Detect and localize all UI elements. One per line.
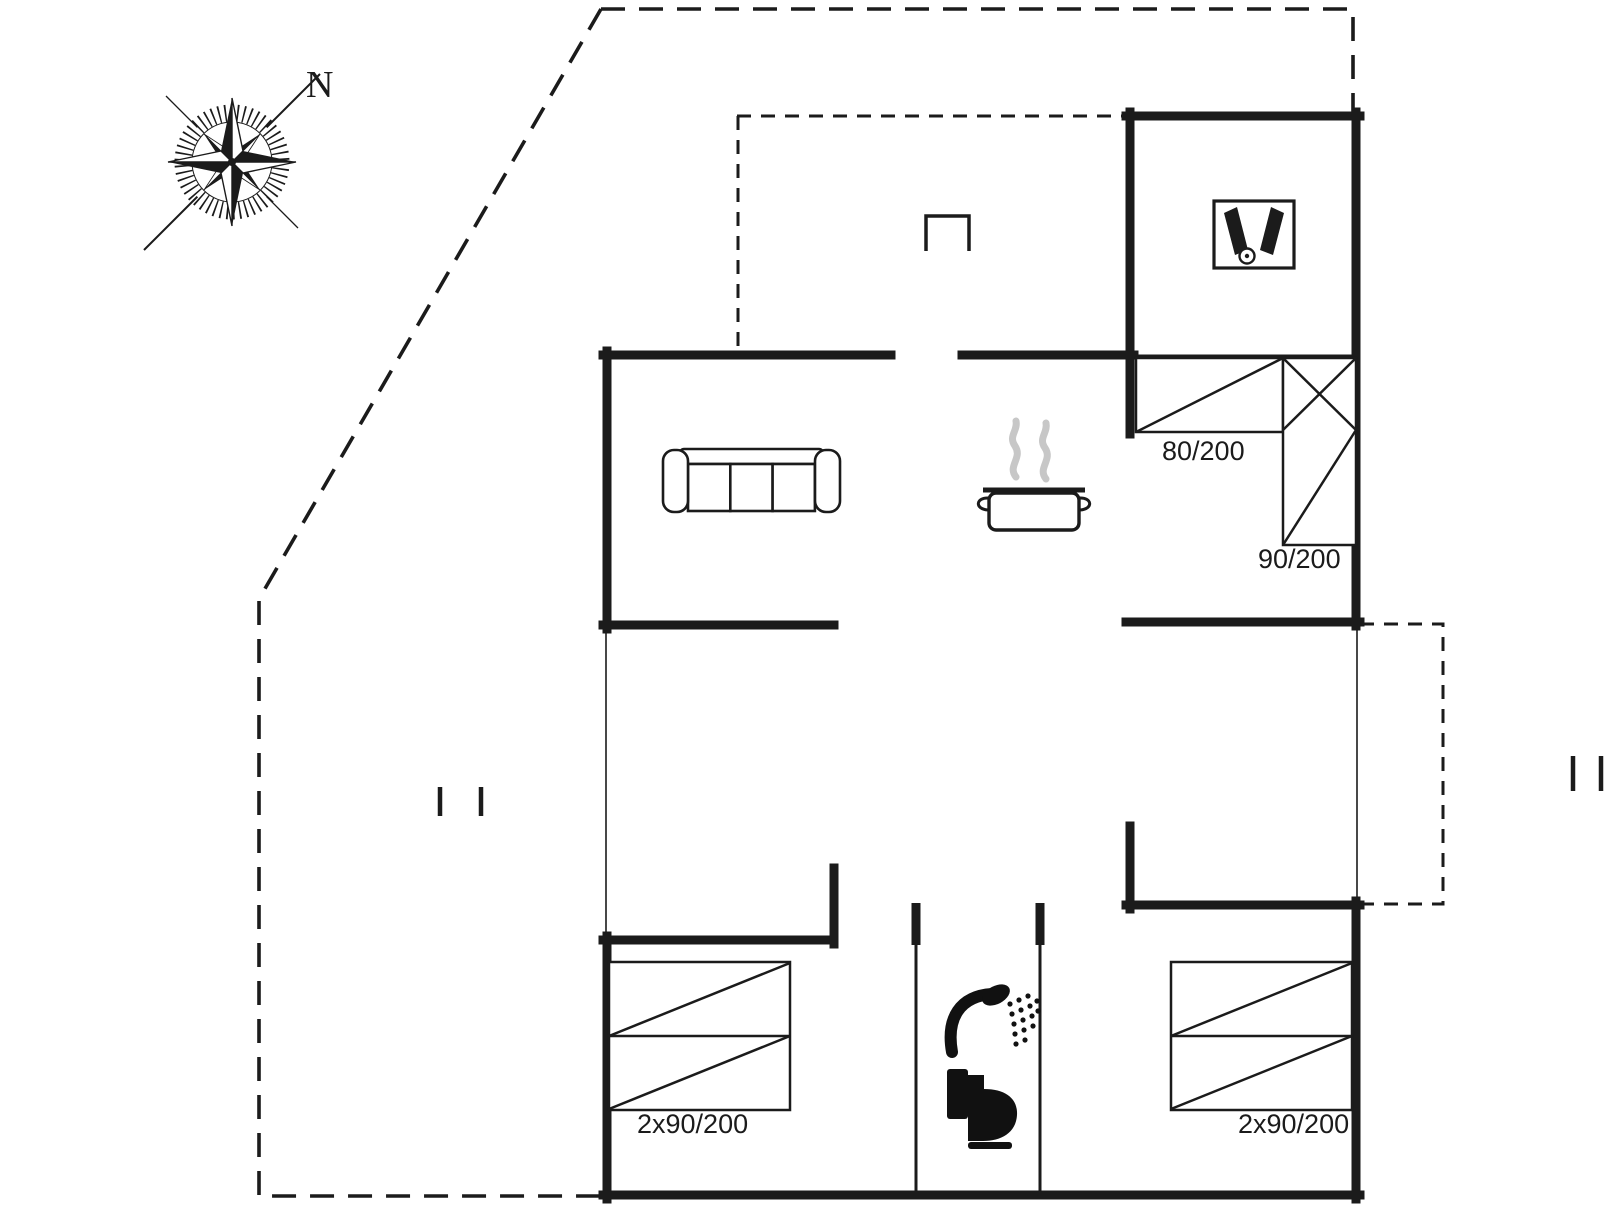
window-marker-left [437,787,484,816]
sofa-icon [661,447,842,514]
window-marker-right [1570,756,1604,791]
bed-90x200-label: 90/200 [1258,544,1341,574]
north-label: N [306,64,333,106]
bunk-bed-right-label: 2x90/200 [1238,1109,1349,1139]
bunk-bed-left-symbol [607,960,792,1112]
plot-boundary-dashed [257,7,1355,1198]
right-terrace-dashed [1360,622,1445,906]
terrace-boundary-dashed [736,114,1127,355]
bunk-bed-right-symbol [1169,960,1354,1112]
washing-machine-icon [1212,199,1296,270]
bed-90x200-symbol [1281,356,1358,547]
bunk-bed-left-label: 2x90/200 [637,1109,748,1139]
bed-80x200-label: 80/200 [1162,436,1245,466]
shower-icon [944,984,1041,1058]
compass-rose-icon: N [143,64,333,251]
bathroom-walls [911,903,1045,1193]
bed-80x200-symbol [1134,356,1285,434]
toilet-icon [947,1069,1018,1149]
chimney-icon [924,214,971,251]
glass-walls [605,354,1358,936]
cooking-pot-icon [976,487,1092,532]
steam-icon [1009,417,1051,483]
